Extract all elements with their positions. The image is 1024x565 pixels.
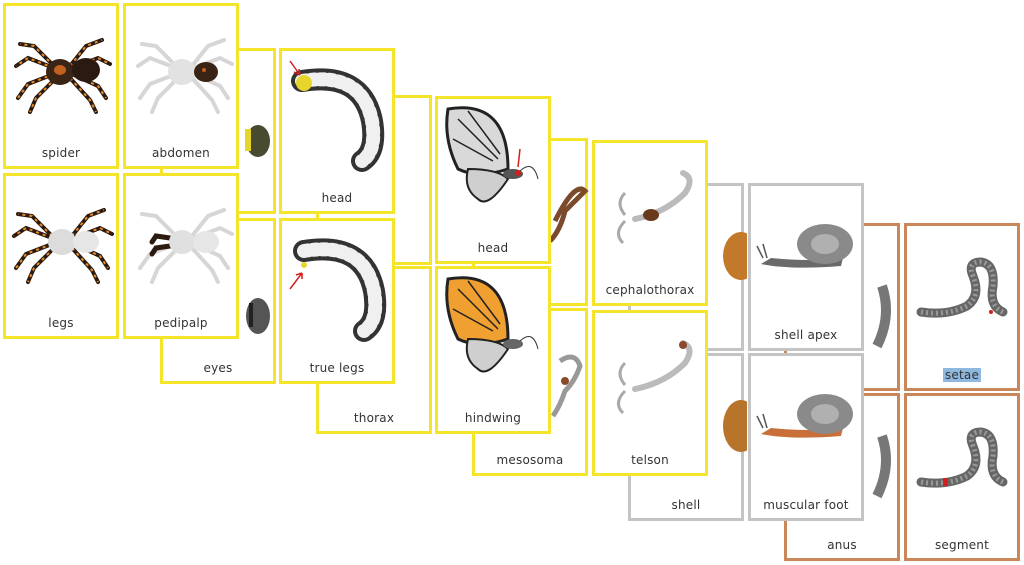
card-label: thorax bbox=[353, 411, 395, 425]
arrow-icon bbox=[289, 60, 301, 76]
card-label: pedipalp bbox=[154, 316, 208, 330]
card-setae[interactable]: setae bbox=[904, 223, 1020, 391]
card-shell-apex[interactable]: shell apex bbox=[748, 183, 864, 351]
spider-legs-image bbox=[12, 208, 114, 284]
snail-shell-image bbox=[723, 400, 747, 452]
card-caterpillar-head[interactable]: head bbox=[279, 48, 395, 214]
card-label: shell apex bbox=[774, 328, 838, 342]
card-label: telson bbox=[631, 453, 669, 467]
scorpion-image bbox=[617, 340, 693, 415]
caterpillar-image bbox=[246, 298, 270, 334]
caterpillar-image bbox=[289, 60, 385, 172]
card-label: shell bbox=[671, 498, 701, 512]
scorpion-image bbox=[548, 186, 589, 243]
card-label: spider bbox=[41, 146, 81, 160]
card-label: true legs bbox=[309, 361, 365, 375]
scorpion-image bbox=[617, 170, 693, 245]
card-label: eyes bbox=[203, 361, 233, 375]
spider-pedipalp-image bbox=[138, 208, 234, 284]
arrow-icon bbox=[289, 272, 303, 290]
card-label: mesosoma bbox=[496, 453, 564, 467]
card-legs[interactable]: legs bbox=[3, 173, 119, 339]
card-label: head bbox=[321, 191, 353, 205]
spider-image bbox=[14, 38, 112, 114]
card-label: setae bbox=[907, 368, 1017, 382]
card-label: legs bbox=[48, 316, 74, 330]
card-label: muscular foot bbox=[763, 498, 849, 512]
earthworm-image bbox=[916, 427, 1008, 488]
card-label: anus bbox=[827, 538, 857, 552]
card-label: abdomen bbox=[151, 146, 210, 160]
card-abdomen[interactable]: abdomen bbox=[123, 3, 239, 169]
card-spider[interactable]: spider bbox=[3, 3, 119, 169]
scorpion-image bbox=[550, 354, 583, 418]
card-telson[interactable]: telson bbox=[592, 310, 708, 476]
caterpillar-image bbox=[245, 125, 270, 157]
snail-image bbox=[756, 224, 853, 268]
card-cephalothorax[interactable]: cephalothorax bbox=[592, 140, 708, 306]
earthworm-image bbox=[916, 257, 1008, 318]
card-label: segment bbox=[934, 538, 990, 552]
card-pedipalp[interactable]: pedipalp bbox=[123, 173, 239, 339]
snail-shell-image bbox=[723, 232, 747, 280]
arrow-icon bbox=[517, 148, 521, 168]
card-segment[interactable]: segment bbox=[904, 393, 1020, 561]
card-muscular-foot[interactable]: muscular foot bbox=[748, 353, 864, 521]
card-hindwing[interactable]: hindwing bbox=[435, 266, 551, 434]
card-caterpillar-true-legs[interactable]: true legs bbox=[279, 218, 395, 384]
card-label: head bbox=[477, 241, 509, 255]
worm-image bbox=[872, 284, 891, 349]
setae-label-highlighted[interactable]: setae bbox=[942, 368, 982, 382]
worm-image bbox=[872, 434, 891, 499]
card-butterfly-head[interactable]: head bbox=[435, 96, 551, 264]
card-label: hindwing bbox=[464, 411, 522, 425]
spider-abdomen-image bbox=[136, 38, 234, 114]
butterfly-image bbox=[445, 276, 539, 373]
butterfly-image bbox=[445, 106, 539, 203]
card-label: cephalothorax bbox=[605, 283, 695, 297]
snail-image bbox=[756, 394, 853, 438]
caterpillar-image bbox=[289, 238, 387, 342]
